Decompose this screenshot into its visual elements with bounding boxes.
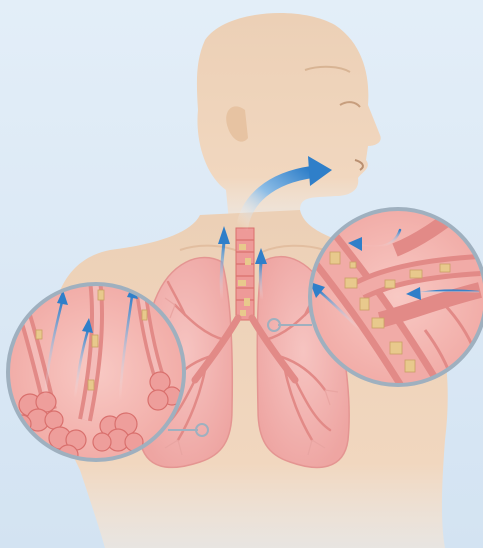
magnified-alveoli-lens <box>8 280 184 465</box>
